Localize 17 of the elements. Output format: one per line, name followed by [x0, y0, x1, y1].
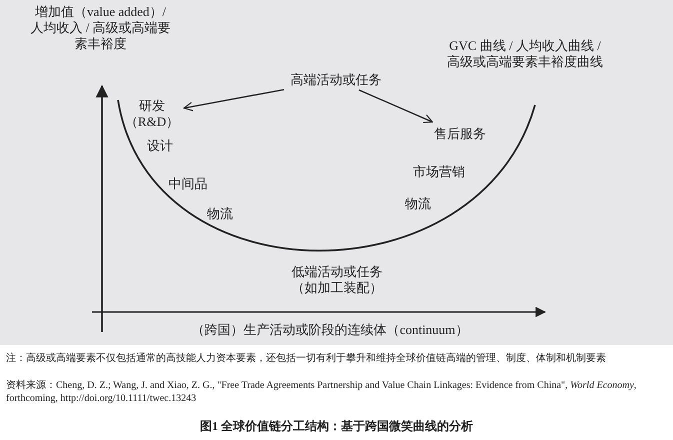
stage-label: 市场营销 — [412, 164, 466, 180]
note-text: 注：高级或高端要素不仅包括通常的高技能人力资本要素，还包括一切有利于攀升和维持全球价值链高端的管理、制度、体制和机制要素 — [6, 352, 607, 365]
curve-title: GVC 曲线 / 人均收入曲线 / 高级或高端要素丰裕度曲线 — [446, 38, 604, 70]
stage-label: 研发（R&D） — [124, 98, 180, 130]
stage-label: 中间品 — [168, 176, 208, 192]
activity-label: 低端活动或任务（如加工装配） — [290, 264, 384, 296]
figure-caption: 图1 全球价值链分工结构：基于跨国微笑曲线的分析 — [199, 418, 474, 434]
arrow — [358, 89, 433, 124]
axis-title: （跨国）生产活动或阶段的连续体（continuum） — [190, 322, 470, 338]
arrow — [183, 88, 284, 112]
source-text: 资料来源：Cheng, D. Z.; Wang, J. and Xiao, Z. G., "Free Trade Agreements Partnership and Value Chain Linkages: Evidence from China", World Economy, forthcoming, http://doi.org/10.1111/twec.13243 — [6, 379, 638, 405]
activity-label: 高端活动或任务 — [286, 72, 386, 88]
stage-label: 物流 — [404, 196, 432, 212]
stage-label: 售后服务 — [432, 126, 488, 142]
stage-label: 物流 — [206, 206, 234, 222]
stage-label: 设计 — [146, 138, 174, 154]
axis-title: 增加值（value added）/ 人均收入 / 高级或高端要素丰裕度 — [29, 4, 172, 52]
